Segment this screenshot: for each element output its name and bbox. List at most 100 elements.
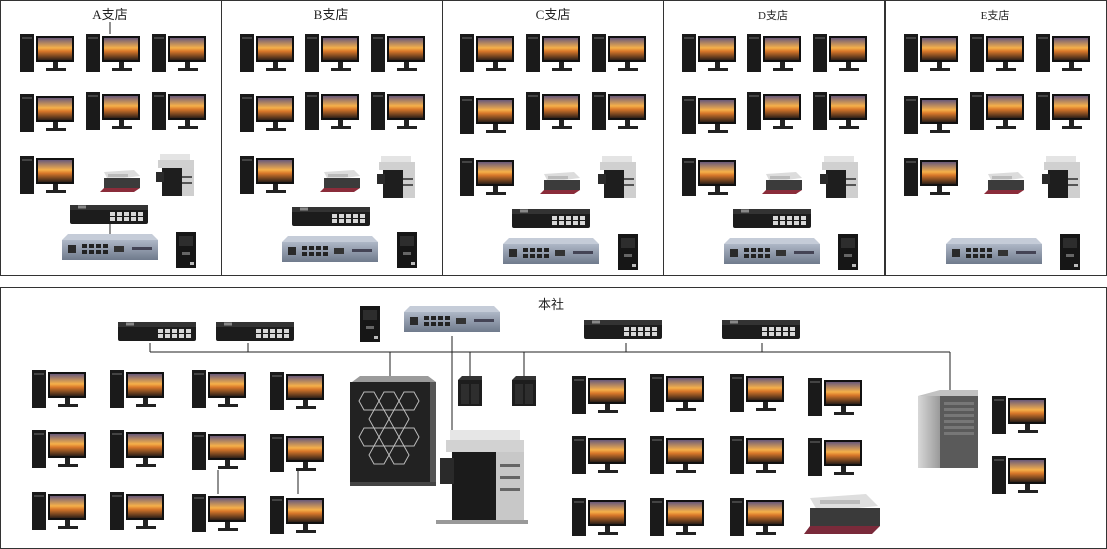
desktop-pc [572,376,626,414]
router [282,236,378,262]
switching-hub [292,207,370,226]
desktop-pc [270,434,324,472]
desktop-pc [32,370,86,408]
ups-unit [360,306,380,342]
desktop-pc [371,92,425,130]
desktop-pc [592,92,646,130]
rack-tower-server [918,390,978,468]
switching-hub [512,209,590,228]
desktop-pc [813,92,867,130]
desktop-pc [460,158,514,196]
desktop-pc [730,436,784,474]
headquarters [32,306,1046,536]
desktop-pc [747,34,801,72]
desktop-pc [572,436,626,474]
desktop-pc [650,436,704,474]
desktop-pc [460,96,514,134]
desktop-pc [730,498,784,536]
network-lines [149,336,951,494]
desktop-pc [730,374,784,412]
desktop-pc [682,96,736,134]
branch-b-label: B支店 [314,7,349,22]
core-router [404,306,500,332]
desktop-pc [371,34,425,72]
multifunction-printer [377,156,415,198]
multifunction-printer [156,154,194,196]
branch-b [240,34,425,268]
desktop-pc [813,34,867,72]
desktop-pc [192,370,246,408]
desktop-pc [992,396,1046,434]
desktop-pc [152,34,206,72]
branch-d-label: D支店 [758,8,788,22]
desktop-pc [192,494,246,532]
ups-unit [397,232,417,268]
switching-hub [722,320,800,339]
desktop-pc [808,378,862,416]
desktop-pc [682,158,736,196]
desktop-pc [592,34,646,72]
ups-unit [618,234,638,270]
desktop-pc [20,156,74,194]
desktop-pc [110,430,164,468]
desktop-pc [572,498,626,536]
desktop-pc [1036,92,1090,130]
desktop-pc [110,492,164,530]
switching-hub [584,320,662,339]
multifunction-printer [598,156,636,198]
desktop-pc [86,92,140,130]
desktop-pc [86,34,140,72]
desktop-pc [970,34,1024,72]
nas-storage [512,376,536,406]
router [62,234,158,260]
desktop-pc [32,430,86,468]
desktop-pc [305,34,359,72]
desktop-pc [904,158,958,196]
branch-c-label: C支店 [536,7,571,22]
desktop-pc [992,456,1046,494]
inkjet-printer [540,172,580,194]
desktop-pc [1036,34,1090,72]
branch-e [904,34,1090,270]
multifunction-printer [1042,156,1080,198]
branch-a-label: A支店 [92,7,127,22]
desktop-pc [240,94,294,132]
desktop-pc [110,370,164,408]
branch-a [20,22,206,268]
desktop-pc [970,92,1024,130]
desktop-pc [270,496,324,534]
ups-unit [1060,234,1080,270]
branch-d-frame [663,0,885,276]
router [724,238,820,264]
desktop-pc [305,92,359,130]
desktop-pc [20,34,74,72]
desktop-pc [240,34,294,72]
desktop-pc [460,34,514,72]
desktop-pc [747,92,801,130]
headquarters-label: 本社 [538,297,564,312]
inkjet-printer [100,170,140,192]
inkjet-printer [984,172,1024,194]
desktop-pc [32,492,86,530]
desktop-pc [808,438,862,476]
desktop-pc [650,374,704,412]
desktop-pc [650,498,704,536]
switching-hub [118,322,196,341]
tower-server [350,376,436,486]
ups-unit [838,234,858,270]
switching-hub [216,322,294,341]
desktop-pc [904,96,958,134]
branch-e-label: E支店 [981,8,1010,22]
multifunction-printer [820,156,858,198]
multifunction-printer [436,430,528,524]
switching-hub [733,209,811,228]
desktop-pc [152,92,206,130]
router [946,238,1042,264]
switching-hub [70,205,148,224]
desktop-pc [904,34,958,72]
desktop-pc [682,34,736,72]
desktop-pc [526,92,580,130]
desktop-pc [192,432,246,470]
branch-c [460,34,646,270]
